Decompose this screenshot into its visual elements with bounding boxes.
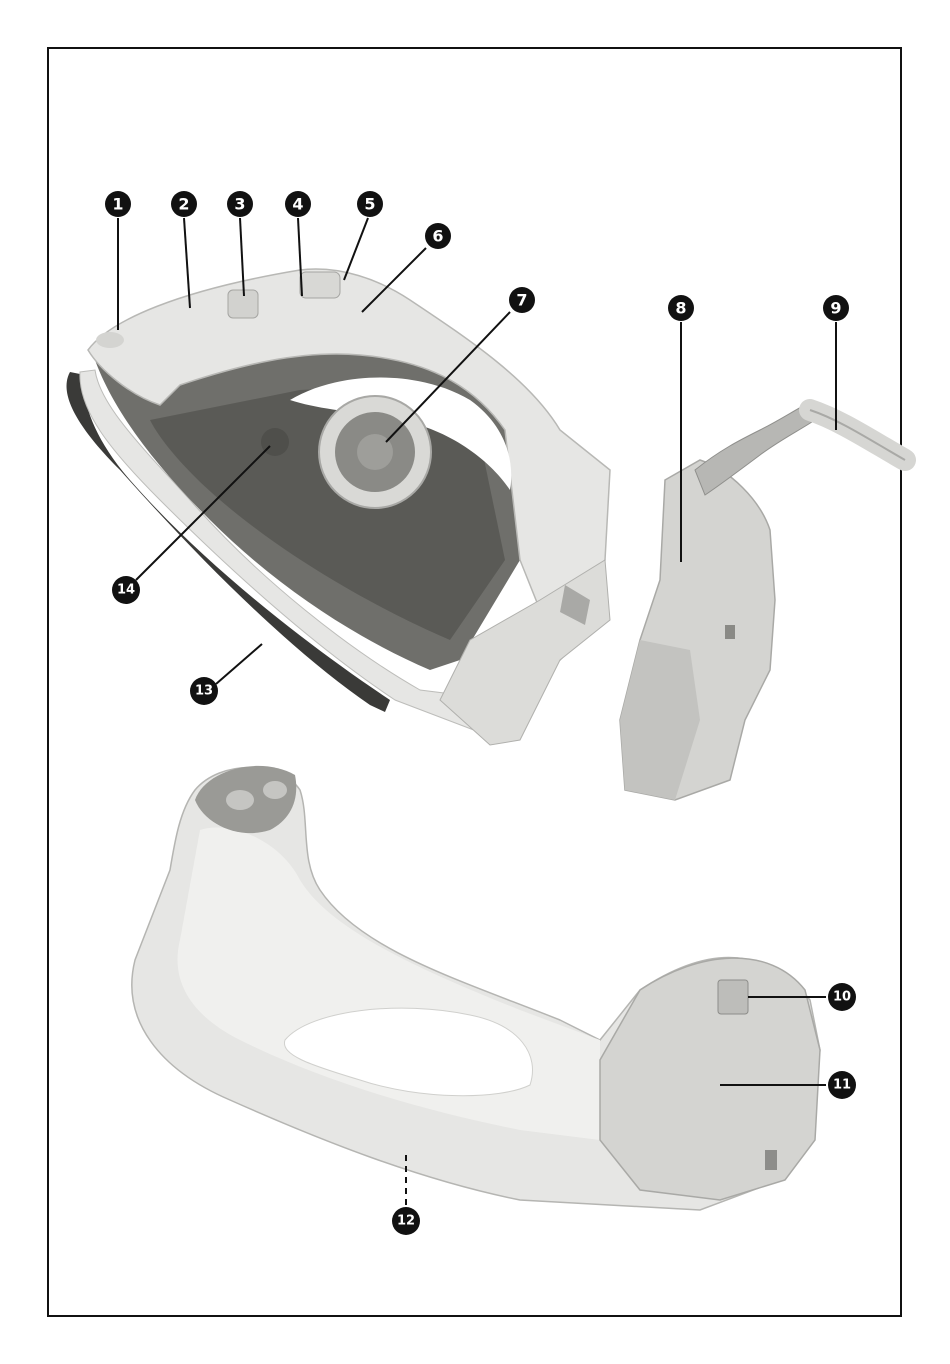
callout-12-label: 12 bbox=[397, 1214, 415, 1229]
leader-13 bbox=[216, 644, 262, 684]
nose-rest-pad-right bbox=[263, 781, 287, 799]
power-connector bbox=[620, 405, 905, 800]
callout-6-label: 6 bbox=[432, 227, 443, 246]
spray-nozzle bbox=[96, 332, 124, 348]
callout-10-label: 10 bbox=[833, 990, 851, 1005]
callout-13-label: 13 bbox=[195, 684, 213, 699]
callout-8: 8 bbox=[668, 295, 694, 321]
cable-exit bbox=[765, 1150, 777, 1170]
callout-14: 14 bbox=[112, 576, 140, 604]
callout-14-label: 14 bbox=[117, 583, 135, 598]
leader-5 bbox=[344, 218, 368, 280]
nose-rest-pad-left bbox=[226, 790, 254, 810]
callout-4: 4 bbox=[285, 191, 311, 217]
callout-6: 6 bbox=[425, 223, 451, 249]
callout-7: 7 bbox=[509, 287, 535, 313]
callout-1: 1 bbox=[105, 191, 131, 217]
callout-3: 3 bbox=[227, 191, 253, 217]
callout-13: 13 bbox=[190, 677, 218, 705]
callout-2-label: 2 bbox=[178, 195, 189, 214]
callout-1-label: 1 bbox=[112, 195, 123, 214]
leader-2 bbox=[184, 218, 190, 308]
callout-3-label: 3 bbox=[234, 195, 245, 214]
callout-5-label: 5 bbox=[364, 195, 375, 214]
callout-9-label: 9 bbox=[830, 299, 841, 318]
callout-8-label: 8 bbox=[675, 299, 686, 318]
callout-4-label: 4 bbox=[292, 195, 303, 214]
callout-11-label: 11 bbox=[833, 1078, 851, 1093]
iron bbox=[67, 269, 610, 745]
callout-10: 10 bbox=[828, 983, 856, 1011]
base-socket-block bbox=[600, 958, 820, 1200]
connector-slot bbox=[725, 625, 735, 639]
base-socket bbox=[718, 980, 748, 1014]
callout-2: 2 bbox=[171, 191, 197, 217]
steam-button bbox=[300, 272, 340, 298]
callout-9: 9 bbox=[823, 295, 849, 321]
callout-7-label: 7 bbox=[516, 291, 527, 310]
callout-11: 11 bbox=[828, 1071, 856, 1099]
callout-12: 12 bbox=[392, 1207, 420, 1235]
base-station bbox=[132, 766, 820, 1210]
strain-relief bbox=[695, 405, 815, 495]
callout-5: 5 bbox=[357, 191, 383, 217]
